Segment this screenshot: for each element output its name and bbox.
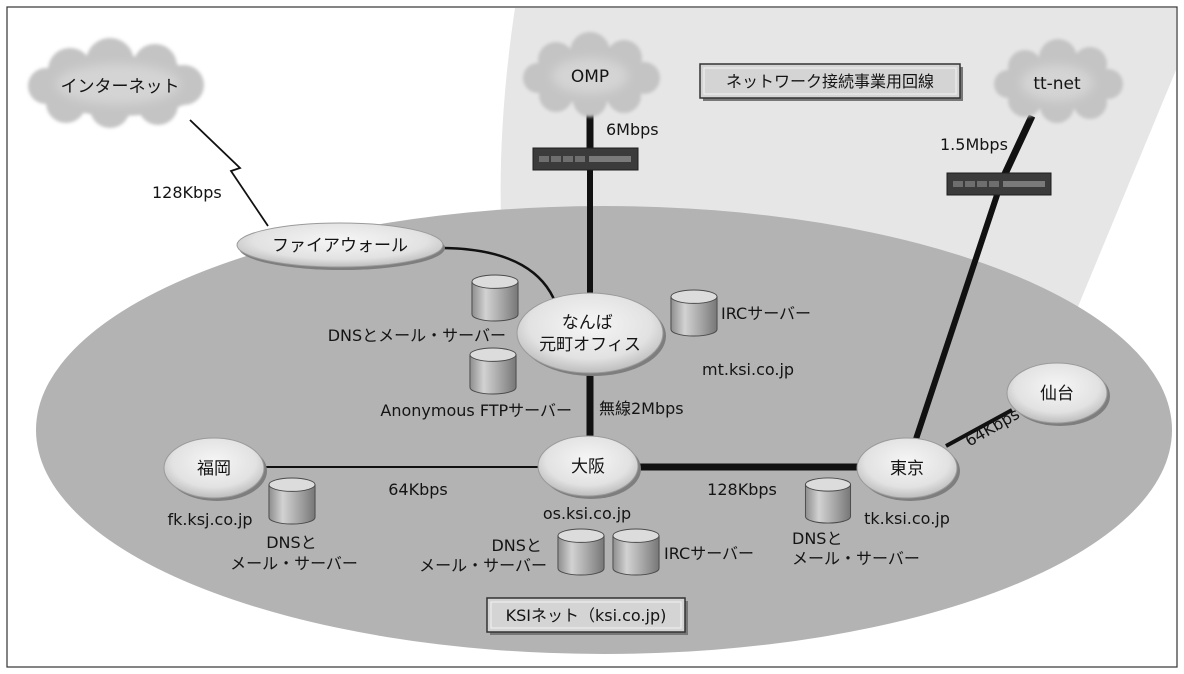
osaka-label: 大阪 bbox=[571, 457, 605, 477]
internet-firewall-link bbox=[189, 119, 269, 227]
osaka-tokyo-speed: 128Kbps bbox=[707, 480, 777, 499]
namba-ftp-label: Anonymous FTPサーバー bbox=[380, 401, 572, 420]
namba-office-node: なんば 元町オフィス bbox=[516, 292, 666, 376]
fukuoka-dns-mail-server-icon bbox=[268, 477, 316, 525]
namba-osaka-speed: 無線2Mbps bbox=[599, 399, 684, 418]
osaka-dns-mail-server-icon bbox=[557, 528, 605, 576]
tokyo-dns-mail-server-icon bbox=[804, 477, 852, 524]
tokyo-sendai-link bbox=[945, 408, 1013, 448]
osaka-dns-mail-label: DNSと メール・サーバー bbox=[419, 536, 547, 575]
carrier-lines-banner: ネットワーク接続事業用回線 bbox=[699, 63, 963, 101]
tokyo-dns-mail-line2: メール・サーバー bbox=[792, 549, 920, 568]
fukuoka-dns-mail-label: DNSと メール・サーバー bbox=[230, 533, 358, 573]
osaka-dns-mail-line2: メール・サーバー bbox=[419, 556, 547, 575]
namba-label-line1: なんば bbox=[562, 313, 613, 333]
omp-cloud-label: OMP bbox=[571, 67, 609, 87]
namba-irc-server-icon bbox=[670, 289, 718, 337]
tokyo-dns-mail-line1: DNSと bbox=[792, 529, 842, 548]
tokyo-node: 東京 bbox=[856, 437, 960, 501]
omp-router-icon bbox=[532, 147, 639, 171]
firewall-namba-link bbox=[439, 246, 558, 305]
ksi-net-label: KSIネット（ksi.co.jp) bbox=[506, 606, 667, 625]
tt-net-cloud-label: tt-net bbox=[1033, 74, 1081, 94]
fukuoka-label: 福岡 bbox=[197, 459, 231, 479]
fukuoka-node: 福岡 bbox=[163, 437, 267, 501]
carrier-lines-label: ネットワーク接続事業用回線 bbox=[726, 72, 934, 91]
ttnet-tokyo-speed: 1.5Mbps bbox=[940, 135, 1008, 154]
sendai-label: 仙台 bbox=[1040, 384, 1074, 404]
fukuoka-osaka-speed: 64Kbps bbox=[388, 480, 448, 499]
namba-label-line2: 元町オフィス bbox=[539, 335, 641, 355]
internet-cloud: インターネット bbox=[28, 38, 204, 128]
sendai-node: 仙台 bbox=[1006, 362, 1110, 426]
fukuoka-dns-mail-line2: メール・サーバー bbox=[230, 554, 358, 573]
namba-irc-label: IRCサーバー bbox=[721, 304, 811, 323]
firewall-label: ファイアウォール bbox=[272, 236, 408, 256]
tokyo-host-label: tk.ksi.co.jp bbox=[864, 509, 950, 528]
ttnet-router-link bbox=[1000, 114, 1036, 178]
ksi-network-region bbox=[36, 206, 1172, 654]
router-tokyo-link bbox=[912, 191, 1001, 443]
tt-net-cloud: tt-net bbox=[994, 39, 1123, 123]
osaka-irc-label: IRCサーバー bbox=[664, 544, 754, 563]
tt-net-router-icon bbox=[946, 172, 1052, 196]
namba-ftp-server-icon bbox=[469, 347, 517, 395]
omp-namba-speed: 6Mbps bbox=[606, 120, 659, 139]
fukuoka-dns-mail-line1: DNSと bbox=[266, 533, 316, 552]
osaka-dns-mail-line1: DNSと bbox=[491, 536, 541, 555]
internet-firewall-speed: 128Kbps bbox=[152, 183, 222, 202]
osaka-irc-server-icon bbox=[612, 528, 660, 576]
firewall-node: ファイアウォール bbox=[236, 222, 445, 270]
osaka-node: 大阪 bbox=[537, 435, 641, 499]
tokyo-label: 東京 bbox=[890, 459, 924, 479]
osaka-host-label: os.ksi.co.jp bbox=[543, 504, 631, 523]
internet-cloud-label: インターネット bbox=[61, 77, 180, 97]
namba-dns-mail-label: DNSとメール・サーバー bbox=[328, 326, 506, 345]
namba-dns-mail-server-icon bbox=[471, 274, 519, 322]
tokyo-dns-mail-label: DNSと メール・サーバー bbox=[792, 529, 920, 568]
ksi-net-banner: KSIネット（ksi.co.jp) bbox=[486, 597, 688, 635]
fukuoka-host-label: fk.ksj.co.jp bbox=[167, 510, 252, 529]
namba-label: なんば 元町オフィス bbox=[539, 313, 641, 355]
namba-host-label: mt.ksi.co.jp bbox=[702, 360, 794, 379]
omp-cloud: OMP bbox=[523, 32, 660, 117]
